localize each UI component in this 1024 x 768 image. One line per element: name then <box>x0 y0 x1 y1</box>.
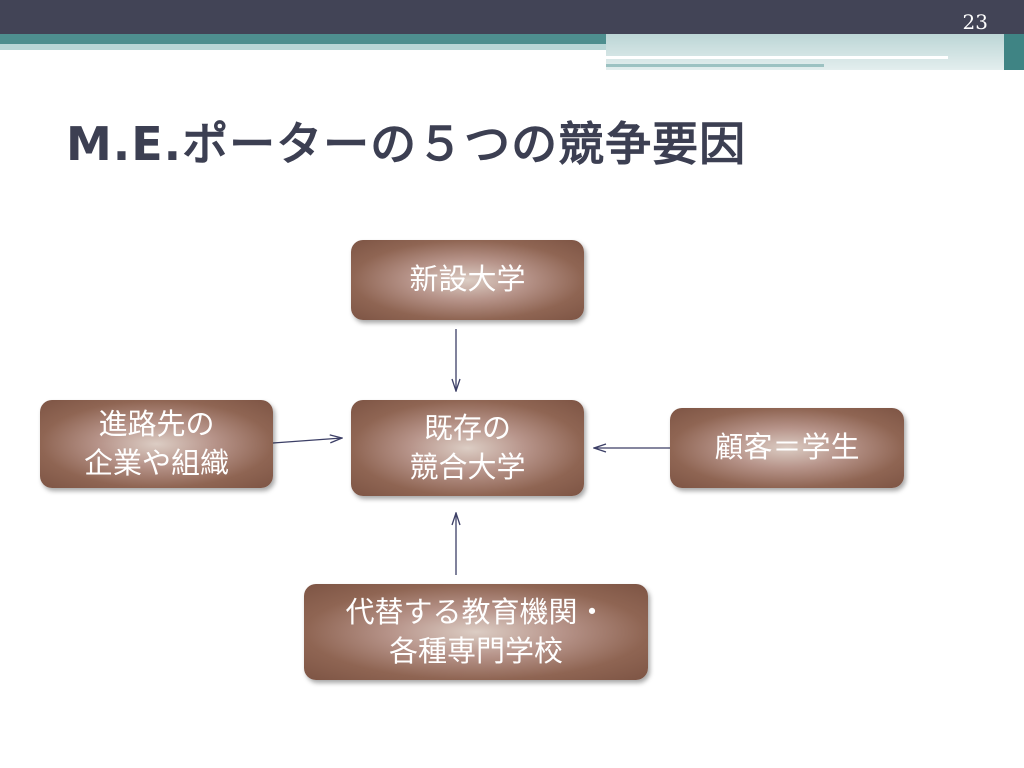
header-stripe <box>606 56 948 59</box>
node-employers-label: 進路先の 企業や組織 <box>83 406 229 480</box>
node-customers-students-label: 顧客＝学生 <box>714 430 860 465</box>
slide-title: M.E.ポーターの５つの競争要因 <box>66 117 747 171</box>
node-new-university-label: 新設大学 <box>409 262 526 297</box>
header-stripe <box>606 64 824 67</box>
header-band-teal <box>0 34 1024 44</box>
header-band-teal-light <box>0 44 1024 50</box>
header-edge <box>1004 34 1024 70</box>
node-customers-students: 顧客＝学生 <box>670 408 904 488</box>
page-number: 23 <box>962 10 988 34</box>
node-substitutes-label: 代替する教育機関・ 各種専門学校 <box>345 594 607 668</box>
node-new-university: 新設大学 <box>351 240 584 320</box>
header-band-dark <box>0 0 1024 34</box>
node-existing-competitors-label: 既存の 競合大学 <box>409 410 526 484</box>
node-employers: 進路先の 企業や組織 <box>40 400 273 488</box>
node-existing-competitors: 既存の 競合大学 <box>351 400 584 496</box>
node-substitutes: 代替する教育機関・ 各種専門学校 <box>304 584 648 680</box>
arrow-left-to-center <box>272 438 342 444</box>
